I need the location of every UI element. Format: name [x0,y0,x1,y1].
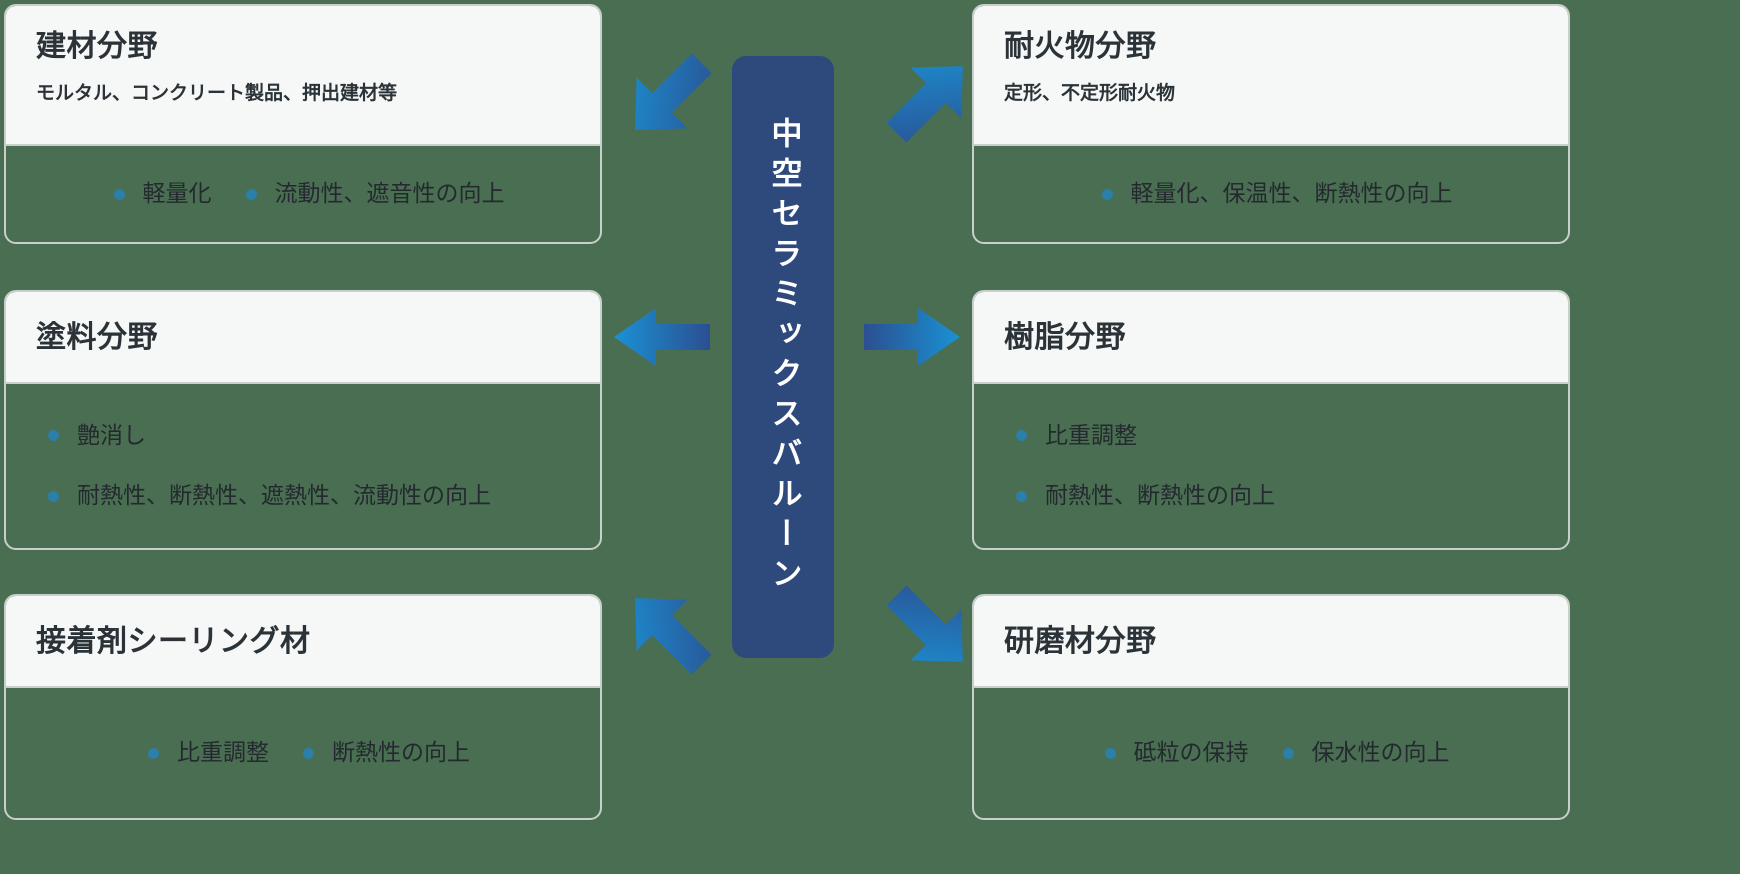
arrow-left-icon [612,306,712,368]
card-kenzai-subtitle: モルタル、コンクリート製品、押出建材等 [36,81,398,104]
bullet-dot-icon [48,430,59,442]
card-jushi-title: 樹脂分野 [1004,320,1126,356]
card-kenzai-body: 軽量化 流動性、遮音性の向上 [6,146,600,242]
card-toryo-body: 艶消し 耐熱性、断熱性、遮熱性、流動性の向上 [6,384,600,548]
list-item: 比重調整 [148,736,269,771]
arrow-up-right-icon [876,48,986,148]
bullet-dot-icon [303,747,314,759]
bullet-dot-icon [1104,747,1116,759]
card-kenmazai[interactable]: 研磨材分野 砥粒の保持 保水性の向上 [972,594,1570,820]
bullet-dot-icon [148,747,159,759]
bullet-text: 保水性の向上 [1311,739,1450,766]
bullet-dot-icon [245,188,257,200]
list-item: 断熱性の向上 [303,736,470,771]
arrow-down-left-icon [612,580,722,680]
card-setchaku-title: 接着剤シーリング材 [36,624,311,660]
card-kenmazai-header: 研磨材分野 [974,596,1568,688]
arrow-down-right-icon [876,580,986,680]
center-pillar: 中空セラミックスバルーン [732,56,834,658]
list-item: 保水性の向上 [1282,736,1450,771]
bullet-text: 艶消し [77,422,146,449]
list-item: 流動性、遮音性の向上 [245,177,505,212]
card-jushi[interactable]: 樹脂分野 比重調整 耐熱性、断熱性の向上 [972,290,1570,550]
list-item: 艶消し [48,419,570,454]
card-taikabutsu-body: 軽量化、保温性、断熱性の向上 [974,146,1568,242]
card-taikabutsu-subtitle: 定形、不定形耐火物 [1004,81,1176,104]
arrow-right-icon [862,306,962,368]
bullet-text: 砥粒の保持 [1133,739,1249,766]
card-kenzai[interactable]: 建材分野 モルタル、コンクリート製品、押出建材等 軽量化 流動性、遮音性の向上 [4,4,602,244]
center-pillar-label: 中空セラミックスバルーン [765,117,802,597]
bullet-dot-icon [1016,430,1027,442]
bullet-dot-icon [48,490,59,502]
bullet-text: 比重調整 [1045,422,1137,449]
card-toryo-header: 塗料分野 [6,292,600,384]
card-setchaku[interactable]: 接着剤シーリング材 比重調整 断熱性の向上 [4,594,602,820]
card-toryo-title: 塗料分野 [36,320,158,356]
bullet-text: 断熱性の向上 [332,739,470,766]
card-kenmazai-body: 砥粒の保持 保水性の向上 [974,688,1568,818]
card-taikabutsu[interactable]: 耐火物分野 定形、不定形耐火物 軽量化、保温性、断熱性の向上 [972,4,1570,244]
bullet-dot-icon [1016,490,1027,502]
arrow-up-left-icon [612,48,722,148]
card-setchaku-body: 比重調整 断熱性の向上 [6,688,600,818]
card-setchaku-header: 接着剤シーリング材 [6,596,600,688]
card-taikabutsu-header: 耐火物分野 定形、不定形耐火物 [974,6,1568,146]
list-item: 比重調整 [1016,419,1538,454]
bullet-text: 軽量化 [142,180,212,207]
list-item: 軽量化 [113,177,212,212]
bullet-text: 耐熱性、断熱性の向上 [1045,483,1275,509]
list-item: 砥粒の保持 [1104,736,1249,771]
bullet-text: 軽量化、保温性、断熱性の向上 [1130,180,1453,207]
card-kenzai-title: 建材分野 [36,29,158,64]
card-taikabutsu-title: 耐火物分野 [1004,29,1157,64]
bullet-dot-icon [1101,188,1113,200]
bullet-dot-icon [1282,747,1294,759]
card-jushi-body: 比重調整 耐熱性、断熱性の向上 [974,384,1568,548]
list-item: 軽量化、保温性、断熱性の向上 [1101,177,1453,212]
bullet-text: 耐熱性、断熱性、遮熱性、流動性の向上 [77,483,491,509]
bullet-dot-icon [113,188,125,200]
card-toryo[interactable]: 塗料分野 艶消し 耐熱性、断熱性、遮熱性、流動性の向上 [4,290,602,550]
card-jushi-header: 樹脂分野 [974,292,1568,384]
list-item: 耐熱性、断熱性の向上 [1016,479,1538,514]
list-item: 耐熱性、断熱性、遮熱性、流動性の向上 [48,479,570,514]
bullet-text: 流動性、遮音性の向上 [274,180,505,207]
card-kenzai-header: 建材分野 モルタル、コンクリート製品、押出建材等 [6,6,600,146]
card-kenmazai-title: 研磨材分野 [1004,624,1157,660]
bullet-text: 比重調整 [177,739,269,766]
